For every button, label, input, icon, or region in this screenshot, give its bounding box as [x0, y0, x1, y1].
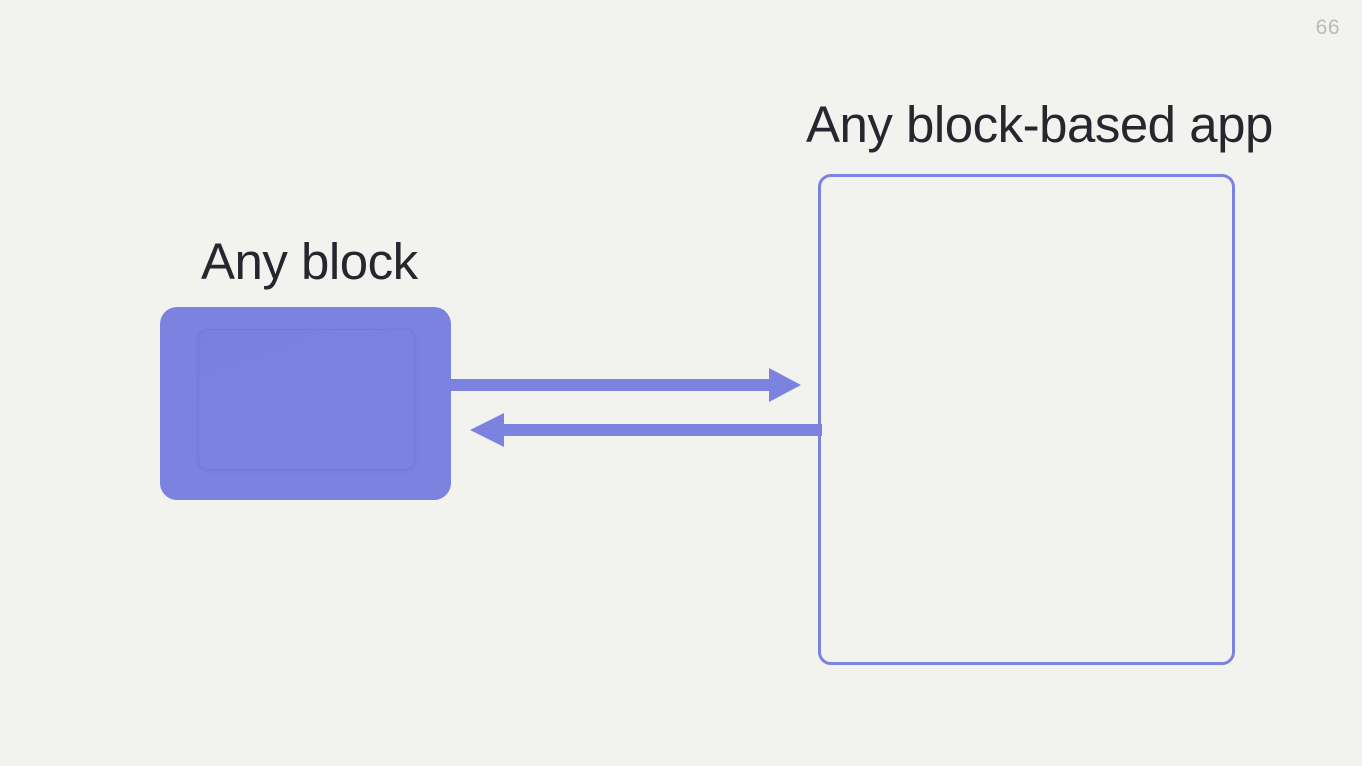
node-label-any-block: Any block — [201, 233, 418, 290]
node-any-block-inner-surface — [198, 329, 415, 470]
arrow-app-to-block — [470, 413, 822, 447]
page-number: 66 — [1315, 16, 1340, 39]
node-label-any-block-based-app: Any block-based app — [806, 96, 1273, 153]
node-any-block-based-app — [818, 174, 1235, 665]
node-any-block — [160, 307, 451, 500]
arrow-block-to-app — [451, 368, 801, 402]
